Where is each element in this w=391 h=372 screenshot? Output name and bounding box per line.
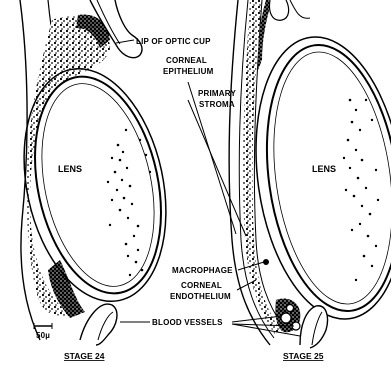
lower-optic-cup-right: [300, 306, 328, 348]
label-corneal-endothelium-line1: CORNEAL: [181, 281, 222, 290]
label-corneal-endothelium-line2: ENDOTHELIUM: [170, 292, 231, 301]
lens-right: [251, 36, 391, 319]
label-corneal-epithelium-line1: CORNEAL: [166, 56, 207, 65]
label-primary-stroma-line2: STROMA: [199, 100, 235, 109]
lens-label-left: LENS: [58, 164, 82, 174]
label-macrophage: MACROPHAGE: [172, 266, 233, 275]
lens-label-right: LENS: [312, 164, 336, 174]
label-corneal-epithelium-line2: EPITHELIUM: [163, 67, 214, 76]
stage-24-label: STAGE 24: [64, 351, 105, 361]
blood-vessel-1: [281, 313, 291, 323]
label-lip-of-optic-cup: LIP OF OPTIC CUP: [136, 37, 211, 46]
stage-25-label: STAGE 25: [283, 351, 324, 361]
stage-24-panel: 50µ LENS STAGE 24: [4, 0, 186, 361]
label-blood-vessels: BLOOD VESSELS: [152, 318, 223, 327]
blood-vessel-3: [287, 305, 294, 312]
scale-bar-label: 50µ: [36, 331, 50, 340]
stage-25-panel: LENS STAGE 25: [229, 0, 391, 361]
label-primary-stroma-line1: PRIMARY: [198, 89, 236, 98]
